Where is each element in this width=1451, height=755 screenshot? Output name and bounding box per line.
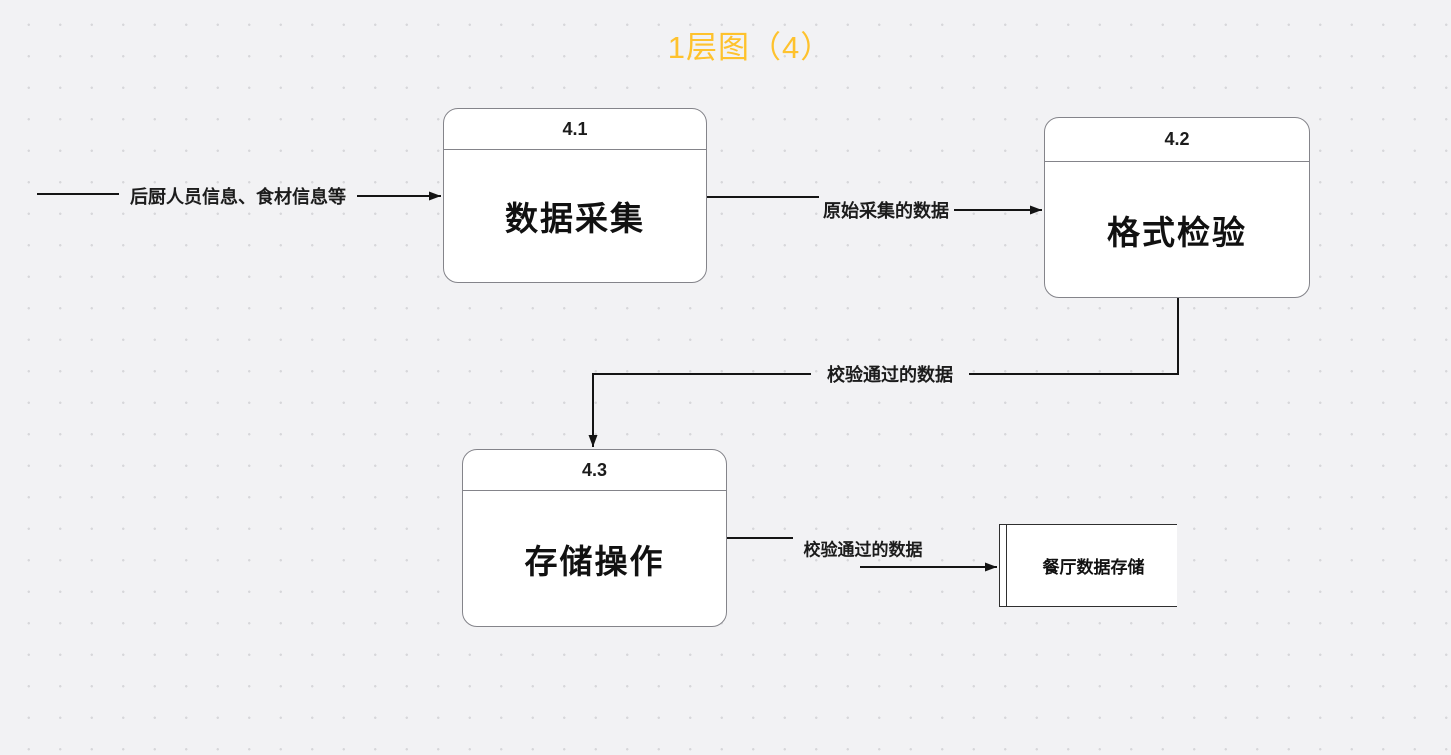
data-store-node[interactable]: 餐厅数据存储 <box>999 524 1177 607</box>
process-id: 4.3 <box>463 450 726 491</box>
flow-label-validated-data[interactable]: 校验通过的数据 <box>827 365 953 385</box>
process-id: 4.2 <box>1045 118 1309 162</box>
process-node-4-2[interactable]: 4.2 格式检验 <box>1044 117 1310 298</box>
process-id: 4.1 <box>444 109 706 150</box>
process-label: 格式检验 <box>1107 213 1247 251</box>
process-label: 存储操作 <box>524 542 665 580</box>
flow-label-raw-data[interactable]: 原始采集的数据 <box>823 201 949 221</box>
data-store-label: 餐厅数据存储 <box>1042 558 1145 577</box>
flow-label-input[interactable]: 后厨人员信息、食材信息等 <box>130 187 346 207</box>
process-node-4-3[interactable]: 4.3 存储操作 <box>462 449 727 627</box>
process-node-4-1[interactable]: 4.1 数据采集 <box>443 108 707 283</box>
flow-2-line-left <box>588 373 811 447</box>
data-store-double-line <box>1006 525 1007 606</box>
flow-2-line-right <box>969 298 1179 375</box>
diagram-title[interactable]: 1层图（4） <box>667 30 833 65</box>
flow-label-validated-data-store[interactable]: 校验通过的数据 <box>803 540 923 560</box>
process-label: 数据采集 <box>505 200 645 237</box>
